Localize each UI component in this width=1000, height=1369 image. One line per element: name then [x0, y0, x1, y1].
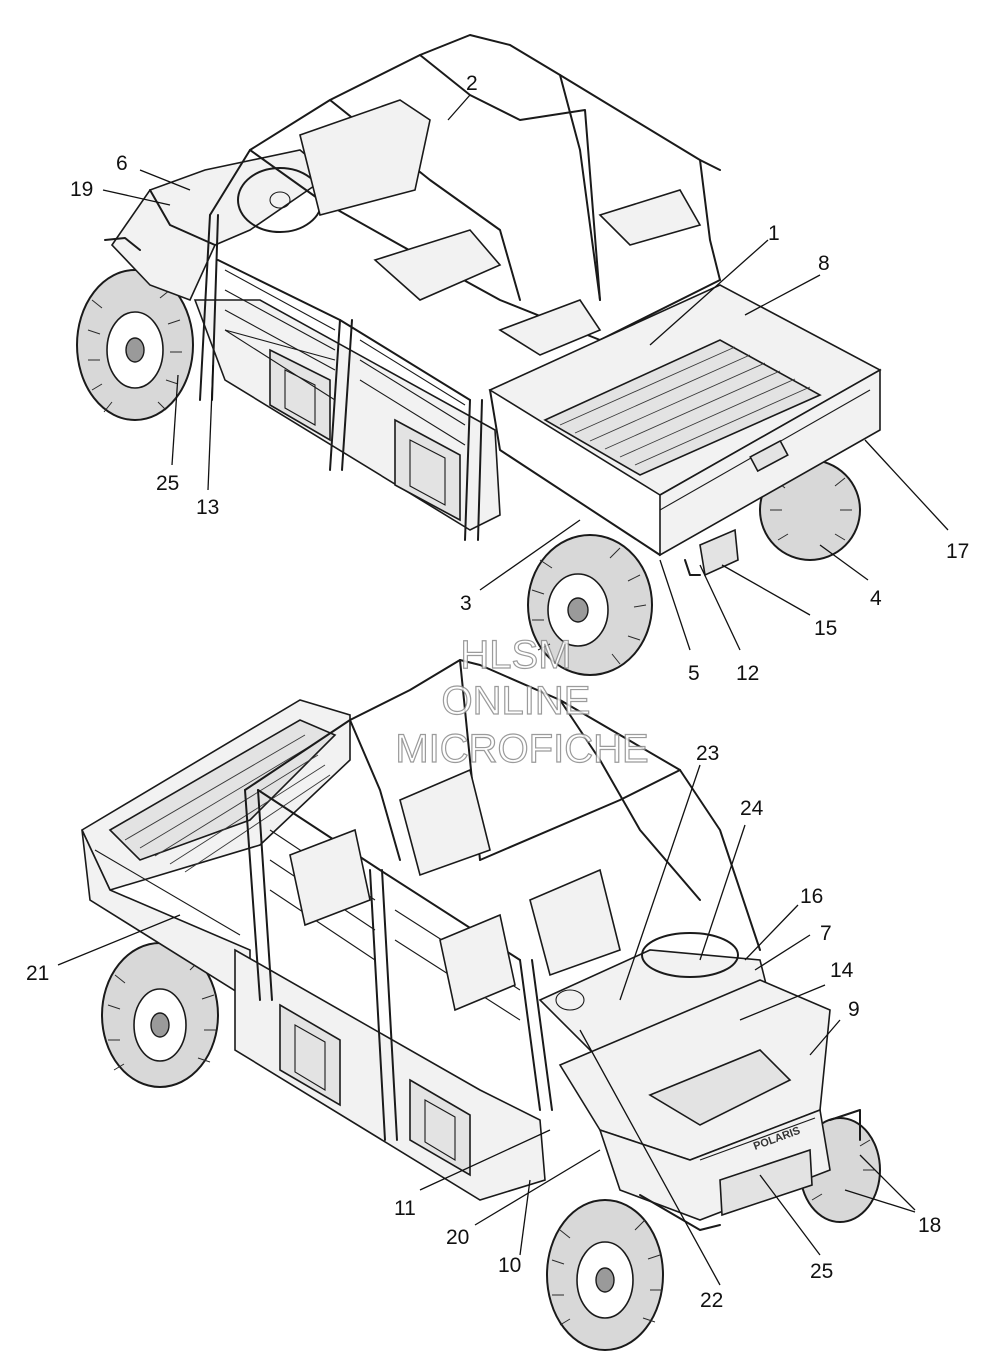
upper-rear-wheel — [527, 534, 653, 676]
watermark: HLSM ONLINE MICROFICHE — [395, 632, 650, 771]
callout-20: 20 — [446, 1226, 469, 1249]
callout-24: 24 — [740, 797, 764, 820]
lower-bed-slats — [124, 734, 331, 873]
callout-8: 8 — [818, 252, 830, 275]
callout-9: 9 — [848, 998, 860, 1021]
callout-21: 21 — [26, 962, 49, 985]
callout-12: 12 — [736, 662, 759, 685]
callout-18: 18 — [918, 1214, 941, 1237]
callout-4: 4 — [870, 587, 882, 610]
callout-25-upper: 25 — [156, 472, 179, 495]
callout-2: 2 — [466, 72, 478, 95]
upper-bed-slats — [559, 346, 811, 466]
lower-vehicle-illustration: POLARIS — [80, 659, 881, 1351]
upper-vehicle-illustration — [76, 34, 882, 676]
callout-10: 10 — [498, 1254, 521, 1277]
callout-22: 22 — [700, 1289, 723, 1312]
callout-14: 14 — [830, 959, 854, 982]
lower-front-wheel — [546, 1199, 664, 1351]
callout-23: 23 — [696, 742, 719, 765]
callout-11: 11 — [394, 1197, 416, 1220]
callout-1: 1 — [768, 222, 780, 245]
callout-19: 19 — [70, 178, 93, 201]
lower-rear-wheel — [101, 942, 219, 1088]
watermark-line-2: ONLINE — [442, 679, 591, 723]
callout-6: 6 — [116, 152, 128, 175]
callout-13: 13 — [196, 496, 219, 519]
callout-7: 7 — [820, 922, 832, 945]
callout-3: 3 — [460, 592, 472, 615]
callout-17: 17 — [946, 540, 969, 563]
watermark-line-1: HLSM — [460, 633, 571, 677]
callout-16: 16 — [800, 885, 823, 908]
watermark-line-3: MICROFICHE — [395, 727, 648, 771]
upper-front-wheel — [76, 269, 194, 421]
callout-labels: 1 2 3 4 5 6 8 12 13 15 17 19 25 7 9 10 1… — [26, 72, 969, 1312]
callout-25-lower: 25 — [810, 1260, 833, 1283]
callout-15: 15 — [814, 617, 837, 640]
callout-5: 5 — [688, 662, 700, 685]
leader-lines — [57, 94, 949, 1286]
